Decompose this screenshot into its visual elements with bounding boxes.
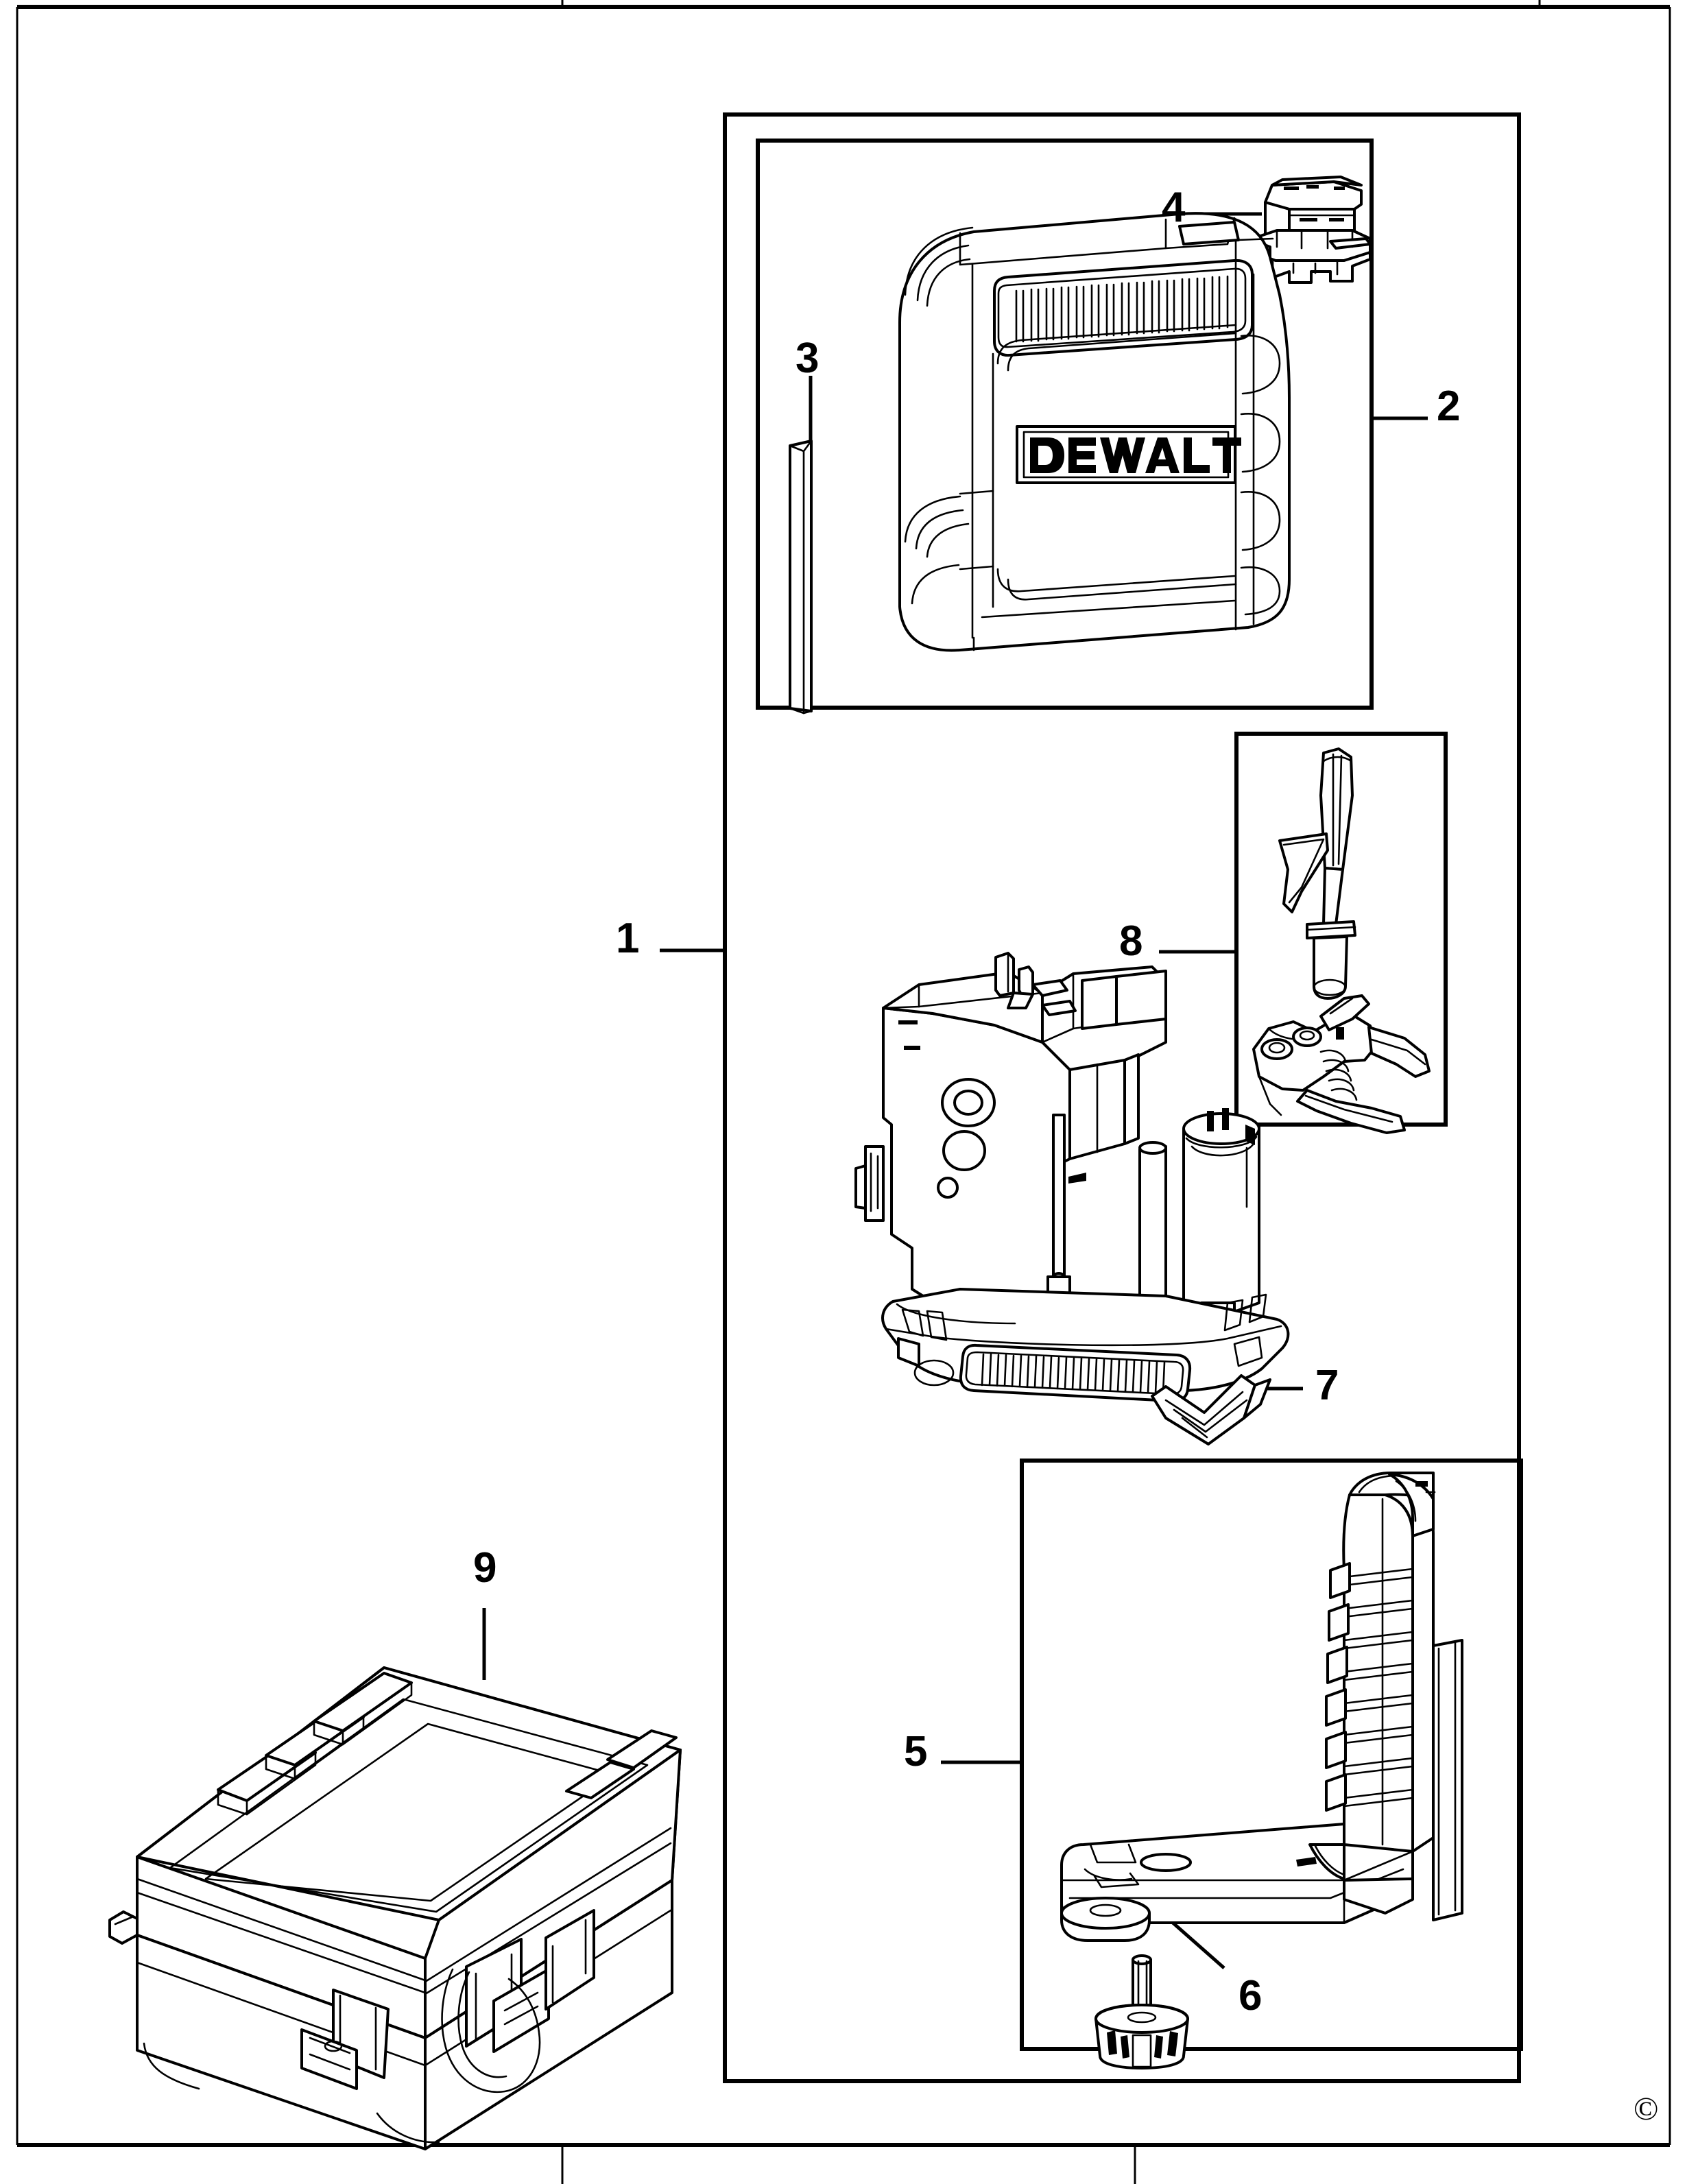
page-border bbox=[16, 0, 1671, 2184]
internal-assembly bbox=[854, 952, 1290, 1445]
l-bracket-part bbox=[1060, 1472, 1463, 1942]
brand-logo-text bbox=[1030, 437, 1241, 473]
bracket-frame bbox=[1020, 1459, 1523, 2051]
outer-kit-frame bbox=[723, 112, 1521, 2083]
callout-1: 1 bbox=[616, 915, 640, 962]
clamp-part bbox=[1252, 994, 1431, 1134]
laser-unit-body bbox=[898, 212, 1291, 652]
callout-7: 7 bbox=[1315, 1362, 1339, 1409]
callout-9: 9 bbox=[473, 1544, 497, 1592]
brand-logo-plate bbox=[1016, 425, 1241, 484]
ratchet-lever-part bbox=[1278, 747, 1356, 1000]
copyright-symbol: © bbox=[1634, 2091, 1659, 2127]
callout-3: 3 bbox=[795, 335, 819, 382]
laser-unit-frame bbox=[756, 139, 1374, 710]
lever-clamp-frame bbox=[1234, 732, 1448, 1127]
callout-8: 8 bbox=[1119, 917, 1143, 965]
target-card-part bbox=[789, 440, 813, 715]
callout-4: 4 bbox=[1162, 184, 1186, 231]
thumb-screw-part bbox=[1094, 1954, 1189, 2069]
carrying-case-part bbox=[108, 1666, 682, 2150]
callout-5: 5 bbox=[904, 1728, 928, 1775]
callout-6: 6 bbox=[1239, 1972, 1263, 2019]
callout-2: 2 bbox=[1437, 383, 1461, 430]
